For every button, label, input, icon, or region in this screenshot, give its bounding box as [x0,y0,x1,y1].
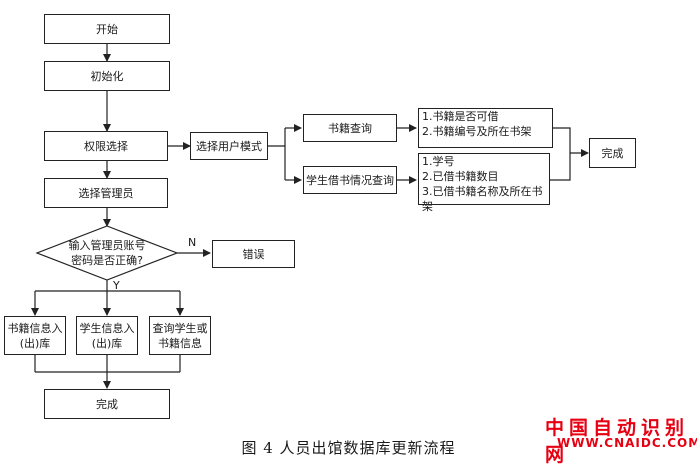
student-query-node: 学生借书情况查询 [303,166,397,194]
init-node: 初始化 [44,61,170,91]
start-label: 开始 [96,22,118,36]
figure-caption: 图 4 人员出馆数据库更新流程 [241,439,456,457]
branch-mode-queries [268,128,286,147]
student-io-node: 学生信息入 (出)库 [76,316,138,355]
auth-node: 权限选择 [44,131,168,161]
decision-line-1: 输入管理员账号 [68,239,146,252]
done-right-node: 完成 [589,138,636,168]
select-admin-label: 选择管理员 [78,186,134,200]
done-bottom-label: 完成 [96,397,118,411]
watermark-url: WWW.CNAIDC.COM [557,436,697,450]
query-info-line-1: 查询学生或 [152,321,208,335]
student-io-line-2: (出)库 [91,336,123,350]
decision-line-2: 密码是否正确? [71,254,143,267]
decision-text: 输入管理员账号 密码是否正确? [47,238,167,268]
select-admin-node: 选择管理员 [44,178,168,208]
query-info-node: 查询学生或 书籍信息 [149,316,211,355]
done-right-label: 完成 [601,146,624,160]
select-mode-node: 选择用户模式 [190,132,268,160]
book-io-line-2: (出)库 [19,336,51,350]
error-label: 错误 [242,247,265,261]
book-result-line-2: 2.书籍编号及所在书架 [422,125,532,138]
auth-label: 权限选择 [84,139,128,153]
student-result-line-1: 1.学号 [422,155,455,168]
book-result-line-1: 1.书籍是否可借 [422,110,499,123]
student-io-line-1: 学生信息入 [79,321,135,335]
yes-label: Y [113,279,120,292]
book-result-node: 1.书籍是否可借 2.书籍编号及所在书架 [418,108,553,148]
student-result-line-3: 3.已借书籍名称及所在书架 [422,185,543,213]
select-mode-label: 选择用户模式 [196,139,262,153]
error-node: 错误 [212,240,295,268]
query-info-line-2: 书籍信息 [158,336,202,350]
init-label: 初始化 [90,69,124,83]
book-io-node: 书籍信息入 (出)库 [4,316,66,355]
book-query-label: 书籍查询 [328,121,372,135]
book-query-node: 书籍查询 [303,114,397,142]
done-bottom-node: 完成 [44,389,170,419]
student-result-node: 1.学号 2.已借书籍数目 3.已借书籍名称及所在书架 [418,153,550,213]
no-label: N [188,236,197,249]
student-result-line-2: 2.已借书籍数目 [422,170,499,183]
watermark-cn: 中国自动识别网 [545,417,690,466]
book-io-line-1: 书籍信息入 [7,321,63,335]
start-node: 开始 [44,14,170,44]
student-query-label: 学生借书情况查询 [306,173,394,187]
join-results-done [550,127,571,181]
